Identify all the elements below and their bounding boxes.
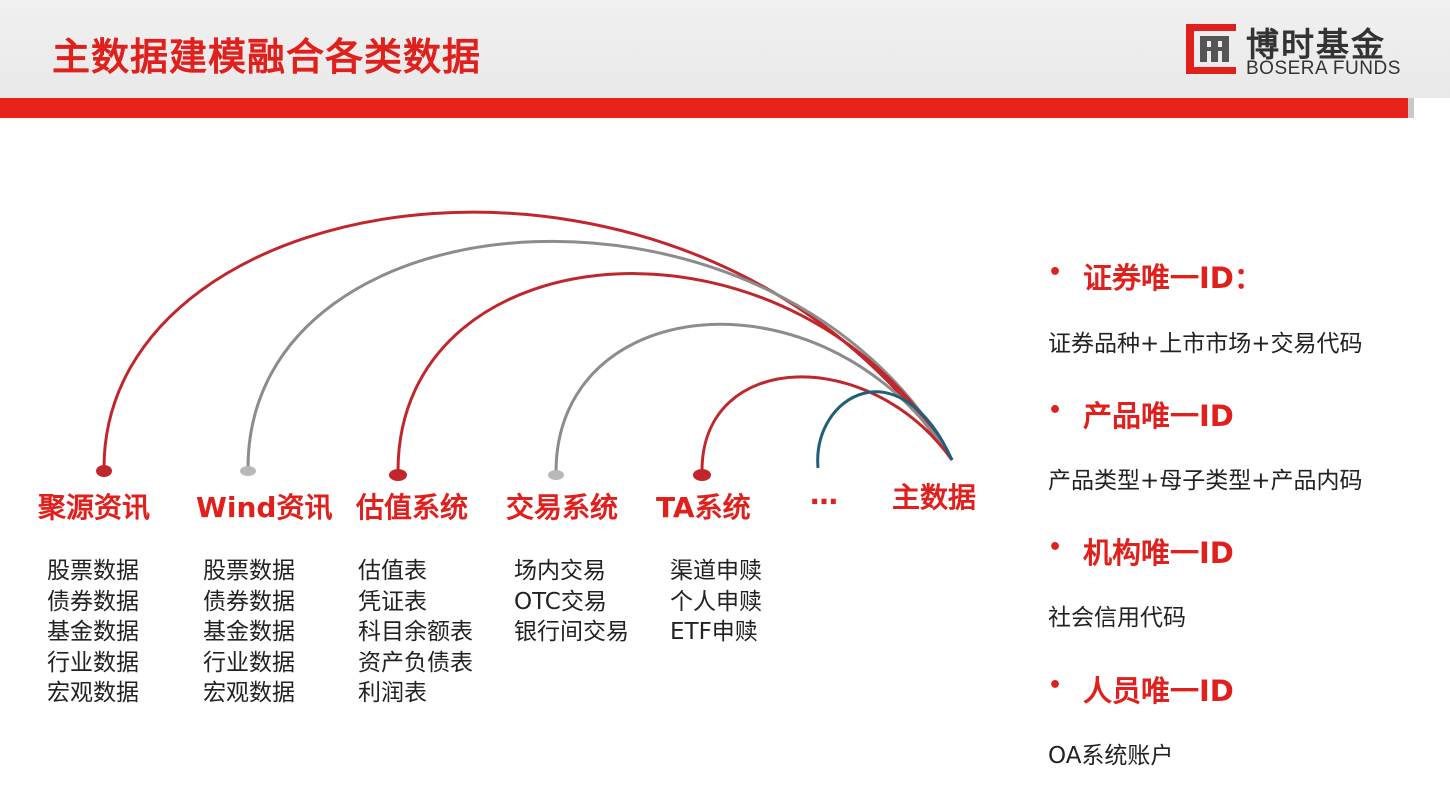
list-item: 个人申赎 [670, 588, 762, 615]
target-label-master-data: 主数据 [892, 481, 977, 514]
arc-valuation [396, 272, 954, 472]
company-logo: 博时基金 BOSERA FUNDS [1184, 20, 1409, 82]
node-dot-ta [693, 469, 711, 481]
source-label-trading: 交易系统 [506, 491, 619, 524]
list-item: 债券数据 [203, 588, 295, 615]
source-label-juyuan: 聚源资讯 [38, 491, 151, 524]
ta-item-list: 渠道申赎 个人申赎 ETF申赎 [670, 556, 762, 648]
list-item: 科目余额表 [358, 619, 473, 645]
source-label-ta: TA系统 [656, 491, 751, 524]
node-dot-wind [240, 466, 256, 476]
id-desc-security: 证券品种+上市市场+交易代码 [1048, 331, 1363, 357]
list-item: 股票数据 [47, 558, 139, 584]
list-item: 宏观数据 [203, 680, 295, 706]
arc-wind [246, 239, 954, 469]
id-heading-security: 证券唯一ID： [1083, 261, 1263, 295]
bullet-icon: • [1048, 398, 1063, 423]
arc-ta [700, 375, 954, 472]
arc-more [816, 390, 954, 469]
bullet-icon: • [1048, 535, 1063, 560]
header-bar-shadow [1408, 98, 1414, 118]
list-item: 渠道申赎 [670, 558, 762, 584]
list-item: ETF申赎 [670, 619, 758, 645]
juyuan-item-list: 股票数据 债券数据 基金数据 行业数据 宏观数据 [47, 556, 139, 709]
page-title: 主数据建模融合各类数据 [52, 35, 482, 79]
bullet-icon: • [1048, 673, 1063, 698]
list-item: 基金数据 [47, 619, 139, 645]
valuation-item-list: 估值表 凭证表 科目余额表 资产负债表 利润表 [358, 556, 473, 709]
id-heading-product: 产品唯一ID [1083, 399, 1234, 433]
id-desc-product: 产品类型+母子类型+产品内码 [1048, 468, 1363, 494]
id-heading-institution: 机构唯一ID [1083, 536, 1234, 570]
wind-item-list: 股票数据 债券数据 基金数据 行业数据 宏观数据 [203, 556, 295, 709]
logo-mark-icon [1186, 24, 1236, 74]
bullet-icon: • [1048, 260, 1063, 285]
arc-trading [554, 322, 954, 473]
list-item: 银行间交易 [514, 619, 629, 645]
list-item: OTC交易 [514, 588, 607, 615]
id-heading-person: 人员唯一ID [1083, 674, 1234, 708]
source-label-more: … [810, 478, 838, 511]
list-item: 凭证表 [358, 588, 427, 615]
logo-text-cn: 博时基金 [1246, 25, 1386, 64]
node-dot-trading [548, 470, 564, 480]
list-item: 利润表 [358, 680, 427, 706]
arc-juyuan [102, 210, 954, 469]
id-desc-person: OA系统账户 [1048, 743, 1174, 769]
node-dot-juyuan [96, 465, 112, 477]
list-item: 行业数据 [47, 649, 139, 676]
list-item: 资产负债表 [358, 649, 473, 676]
list-item: 估值表 [358, 558, 427, 584]
source-label-wind: Wind资讯 [196, 491, 333, 524]
list-item: 行业数据 [203, 649, 295, 676]
list-item: 基金数据 [203, 619, 295, 645]
list-item: 债券数据 [47, 588, 139, 615]
node-dot-valuation [389, 469, 407, 481]
list-item: 股票数据 [203, 558, 295, 584]
id-desc-institution: 社会信用代码 [1048, 605, 1186, 631]
list-item: 场内交易 [514, 558, 606, 584]
header-red-bar [0, 98, 1410, 118]
list-item: 宏观数据 [47, 680, 139, 706]
trading-item-list: 场内交易 OTC交易 银行间交易 [514, 556, 629, 648]
logo-text-en: BOSERA FUNDS [1246, 58, 1401, 79]
source-label-valuation: 估值系统 [356, 491, 469, 524]
